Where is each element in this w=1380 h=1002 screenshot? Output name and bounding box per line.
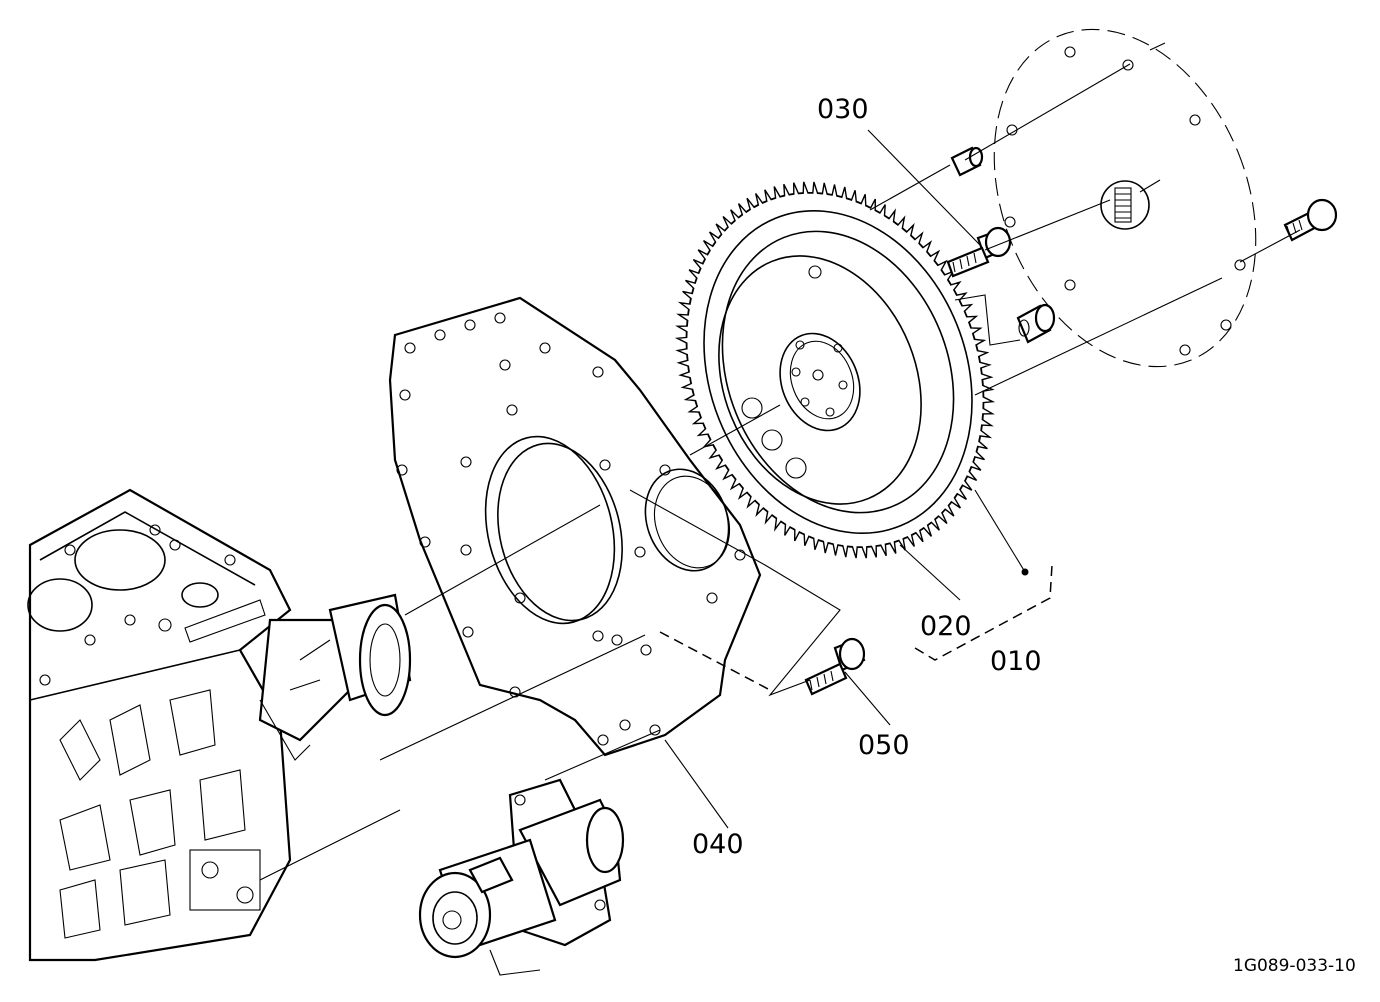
part-050-bolt [804,637,866,696]
block-ribs [59,689,261,939]
starter-motor [418,778,625,976]
dowel-pin [950,146,984,177]
ring-gear-teeth [674,181,996,559]
cylinder-head-bores [27,524,266,686]
callout-050: 050 [858,730,910,761]
drive-plate [993,28,1257,368]
housing-bolt-holes [396,312,746,746]
assembly-axis-lines [259,42,1301,881]
crankshaft-end [258,593,412,761]
engine-block [27,488,412,962]
callout-030: 030 [817,94,869,125]
part-020-flywheel [674,181,996,559]
ring-gear-tooth-outline [674,181,996,559]
drive-plate-spline [1114,187,1132,223]
bolt-location-brackets [629,489,841,697]
pilot-bush [1016,303,1056,344]
callout-020: 020 [920,611,972,642]
part-030-bolt [946,226,1012,278]
reference-code: 1G089-033-10 [1233,956,1356,976]
part-040-flywheel-housing [388,296,762,757]
callout-leaders [664,129,1053,829]
callout-040: 040 [692,829,744,860]
callout-010: 010 [990,646,1042,677]
